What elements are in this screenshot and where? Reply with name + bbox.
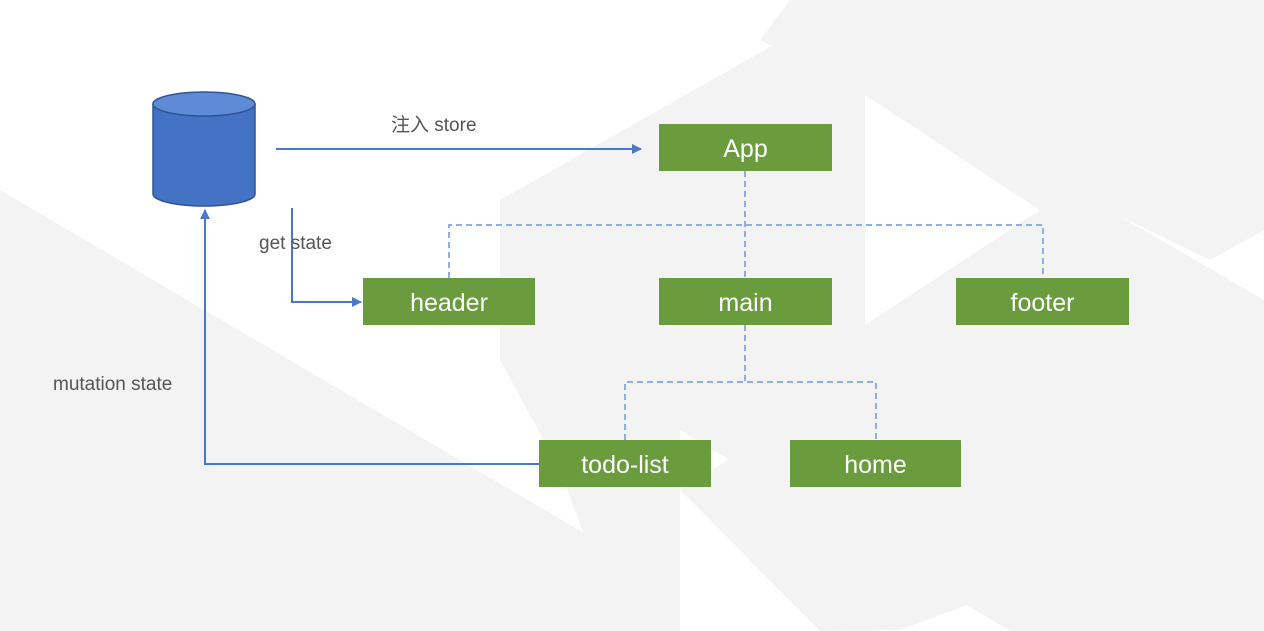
node-footer: footer <box>956 278 1129 325</box>
inject-store-label: 注入 store <box>391 114 477 136</box>
connector-header-footer <box>448 224 1044 278</box>
node-home: home <box>790 440 961 487</box>
node-app: App <box>659 124 832 171</box>
mutation-state-arrow <box>200 209 539 465</box>
node-header-label: header <box>410 289 488 317</box>
get-state-label: get state <box>259 233 332 254</box>
node-todo-list-label: todo-list <box>581 451 669 479</box>
database-cylinder-icon <box>152 91 256 207</box>
watermark-play-triangle <box>865 95 1040 325</box>
node-main: main <box>659 278 832 325</box>
get-state-arrow <box>291 208 362 307</box>
connector-todo-home <box>624 381 877 440</box>
tree-connectors <box>448 171 1044 440</box>
node-footer-label: footer <box>1011 289 1075 317</box>
node-todo-list: todo-list <box>539 440 711 487</box>
node-home-label: home <box>844 451 907 479</box>
mutation-state-label: mutation state <box>53 374 172 395</box>
node-header: header <box>363 278 535 325</box>
node-main-label: main <box>718 289 772 317</box>
node-app-label: App <box>723 135 767 163</box>
